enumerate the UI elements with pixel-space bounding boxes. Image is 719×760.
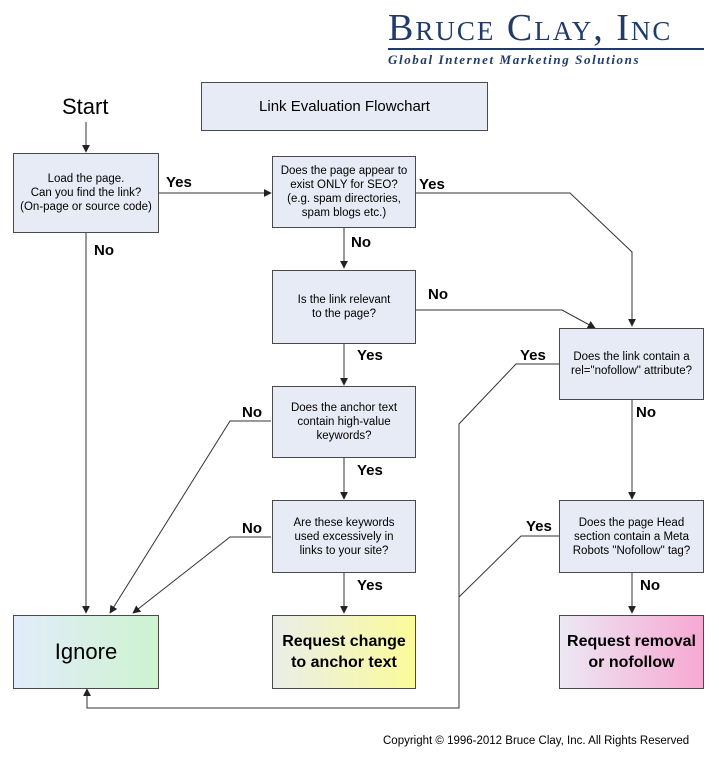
edge-anchor-no — [109, 420, 271, 614]
edge-relevant-no — [416, 309, 596, 329]
company-logo-tagline: Global Internet Marketing Solutions — [388, 52, 641, 67]
outcome-ignore: Ignore — [13, 615, 159, 689]
edge-label-load-yes: Yes — [166, 174, 192, 191]
edge-label-nofollow-yes: Yes — [520, 347, 546, 364]
start-label: Start — [62, 94, 109, 119]
logo-divider — [388, 48, 704, 50]
edge-label-excessive-no: No — [242, 520, 262, 537]
edge-label-seo-yes: Yes — [419, 176, 445, 193]
node-keywords-excessive: Are these keywords used excessively in l… — [272, 500, 416, 573]
edge-label-anchor-no: No — [242, 404, 262, 421]
company-logo-name: Bruce Clay, Inc — [388, 7, 673, 49]
edge-label-load-no: No — [94, 242, 114, 259]
edge-seo-yes — [416, 192, 636, 327]
edge-label-anchor-yes: Yes — [357, 462, 383, 479]
node-anchor-keywords: Does the anchor text contain high-value … — [272, 386, 416, 458]
outcome-request-change: Request change to anchor text — [272, 615, 416, 689]
node-load-page: Load the page. Can you find the link? (O… — [13, 153, 159, 233]
node-nofollow-attribute: Does the link contain a rel="nofollow" a… — [559, 328, 704, 400]
edge-label-excessive-yes: Yes — [357, 577, 383, 594]
copyright-notice: Copyright © 1996-2012 Bruce Clay, Inc. A… — [383, 735, 690, 747]
edge-label-relevant-no: No — [428, 286, 448, 303]
edge-meta-yes — [458, 535, 559, 598]
edge-label-relevant-yes: Yes — [357, 347, 383, 364]
node-meta-robots: Does the page Head section contain a Met… — [559, 500, 704, 573]
edge-label-meta-yes: Yes — [526, 518, 552, 535]
edge-label-nofollow-no: No — [636, 404, 656, 421]
node-seo-only: Does the page appear to exist ONLY for S… — [272, 156, 416, 228]
edge-label-seo-no: No — [351, 234, 371, 251]
edge-nofollow-yes — [83, 363, 559, 709]
node-link-relevant: Is the link relevant to the page? — [272, 270, 416, 344]
edge-label-meta-no: No — [640, 577, 660, 594]
outcome-request-removal: Request removal or nofollow — [559, 615, 704, 689]
flowchart-title: Link Evaluation Flowchart — [201, 82, 488, 131]
edge-excessive-no — [132, 536, 271, 614]
